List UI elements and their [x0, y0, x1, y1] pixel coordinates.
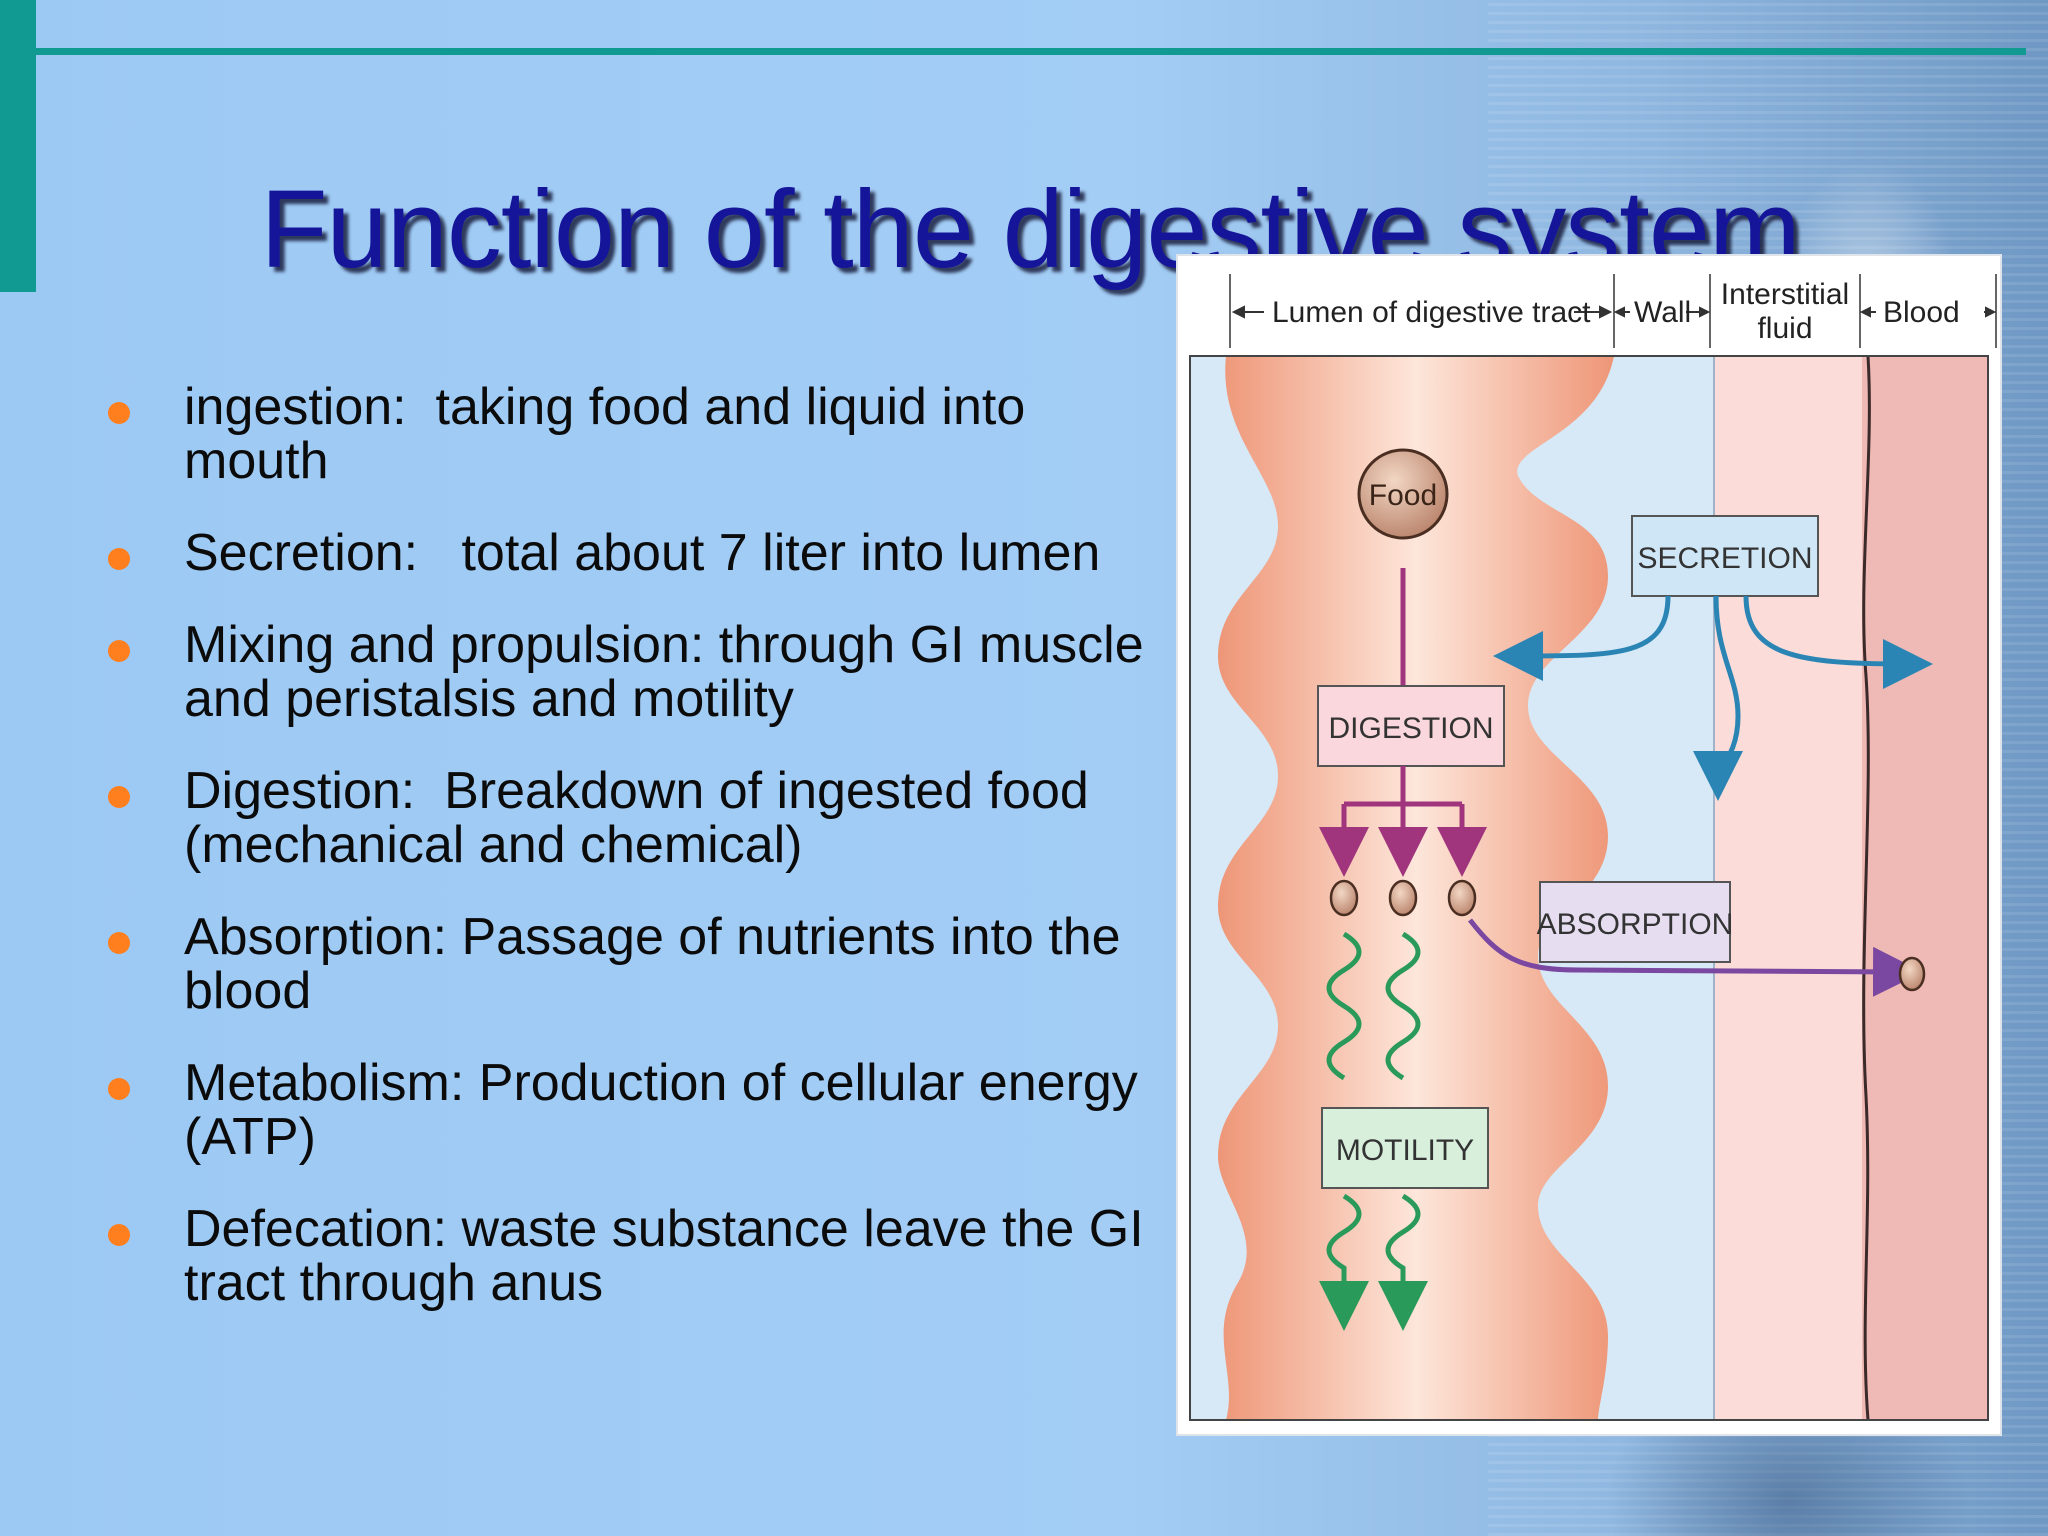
- bullet-dot: [108, 402, 130, 424]
- header-interstitial: Interstitial: [1721, 278, 1849, 311]
- secretion-box: [1631, 515, 1819, 597]
- digestive-diagram: Lumen of digestive tract Wall Interstiti…: [1176, 254, 2002, 1436]
- absorption-label: ABSORPTION: [1537, 908, 1734, 941]
- bullet-text: Mixing and propulsion: through GI muscle…: [184, 616, 1159, 728]
- blood-vessel-wall: [1862, 355, 1871, 1421]
- bullet-item: Absorption: Passage of nutrients into th…: [100, 910, 1180, 1018]
- motility-label: MOTILITY: [1336, 1134, 1474, 1167]
- bullet-item: Secretion: total about 7 liter into lume…: [100, 526, 1180, 580]
- bullet-item: Defecation: waste substance leave the GI…: [100, 1202, 1180, 1310]
- secretion-arrows: [1493, 595, 1933, 801]
- header-arrows: [1231, 305, 1997, 319]
- header-blood: Blood: [1883, 296, 1960, 329]
- lumen-tube: [1218, 356, 1614, 1420]
- accent-bar: [0, 0, 36, 292]
- diagram-frame: [1189, 355, 1989, 1421]
- bullet-text: Metabolism: Production of cellular energ…: [184, 1054, 1153, 1166]
- bullet-dot: [108, 932, 130, 954]
- header-lumen: Lumen of digestive tract: [1272, 296, 1591, 329]
- bullet-dot: [108, 1224, 130, 1246]
- bullet-item: ingestion: taking food and liquid into m…: [100, 380, 1180, 488]
- bullet-text: Digestion: Breakdown of ingested food (m…: [184, 762, 1104, 874]
- bullet-text: Secretion: total about 7 liter into lume…: [184, 524, 1101, 582]
- absorption-box: [1539, 881, 1731, 963]
- secretion-label: SECRETION: [1637, 542, 1812, 575]
- food-circle: [1357, 448, 1449, 540]
- motility-box: [1321, 1107, 1489, 1189]
- blood-nutrient-particle: [1898, 956, 1926, 992]
- diagram-header: [1229, 274, 1997, 348]
- title-rule: [36, 48, 2026, 55]
- digestion-arrows: [1319, 766, 1487, 877]
- bullet-text: Absorption: Passage of nutrients into th…: [184, 908, 1136, 1020]
- bullet-item: Digestion: Breakdown of ingested food (m…: [100, 764, 1180, 872]
- bullet-dot: [108, 640, 130, 662]
- header-fluid: fluid: [1757, 312, 1812, 345]
- bullet-item: Metabolism: Production of cellular energ…: [100, 1056, 1180, 1164]
- bullet-text: ingestion: taking food and liquid into m…: [184, 378, 1040, 490]
- digestion-box: [1317, 685, 1505, 767]
- motility-waves-lower: [1319, 1193, 1428, 1331]
- food-label: Food: [1369, 479, 1437, 512]
- bullet-item: Mixing and propulsion: through GI muscle…: [100, 618, 1180, 726]
- bullet-text: Defecation: waste substance leave the GI…: [184, 1200, 1159, 1312]
- bullet-dot: [108, 786, 130, 808]
- bullet-dot: [108, 548, 130, 570]
- bullet-list: ingestion: taking food and liquid into m…: [100, 380, 1180, 1348]
- bullet-dot: [108, 1078, 130, 1100]
- digestion-label: DIGESTION: [1328, 712, 1493, 745]
- nutrient-particles: [1329, 879, 1477, 917]
- blood-region: [1862, 356, 1988, 1420]
- header-wall: Wall: [1634, 296, 1691, 329]
- absorption-arrow: [1468, 918, 1923, 997]
- motility-waves-upper: [1326, 931, 1421, 1081]
